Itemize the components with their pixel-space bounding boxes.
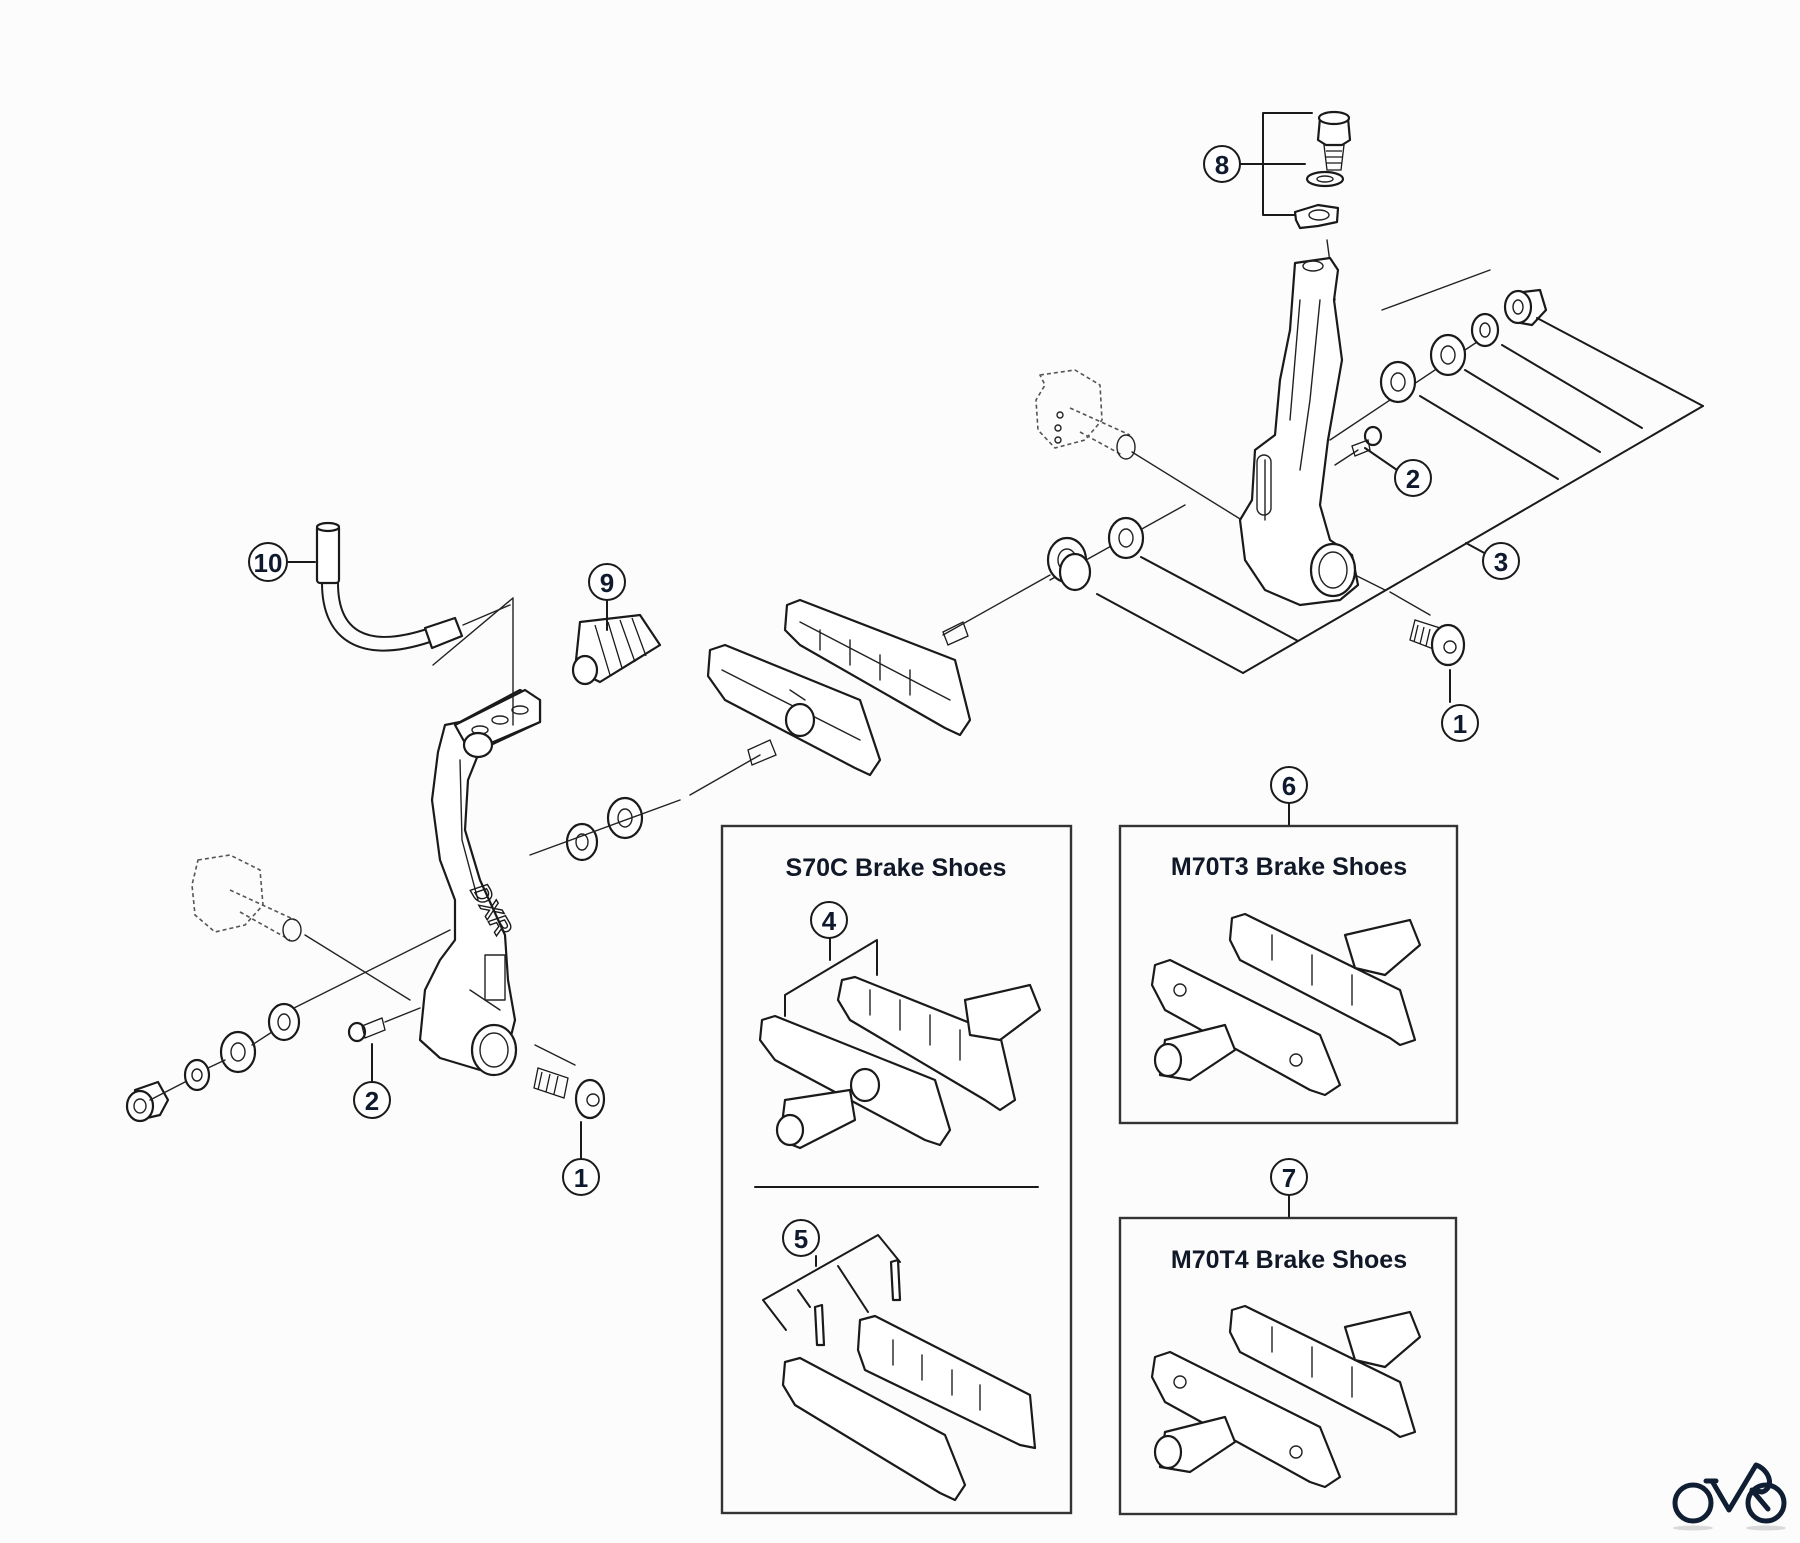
frame-boss-right-ghost [1035, 369, 1136, 460]
right-arm-assembly [1035, 110, 1704, 703]
svg-text:10: 10 [254, 548, 283, 578]
svg-text:4: 4 [822, 906, 837, 936]
m70t4-box-title: M70T4 Brake Shoes [1171, 1246, 1407, 1274]
arm-fixing-bolt-left [533, 1067, 606, 1120]
m70t3-box: M70T3 Brake Shoes 6 [1118, 766, 1459, 1125]
m70t4-box: M70T4 Brake Shoes 7 [1118, 1158, 1458, 1516]
s70c-box: S70C Brake Shoes 4 5 [720, 824, 1073, 1515]
right-caliper-arm [1238, 256, 1360, 607]
spring-adjusting-screw-right [1351, 425, 1383, 457]
svg-text:6: 6 [1282, 771, 1296, 801]
m70t3-box-title: M70T3 Brake Shoes [1171, 853, 1407, 881]
left-arm-assembly: DXR [125, 521, 681, 1159]
boot [571, 613, 662, 686]
callout-3[interactable]: 3 [1482, 542, 1520, 580]
callout-6[interactable]: 6 [1270, 766, 1308, 804]
callout-1-right[interactable]: 1 [1441, 704, 1479, 742]
callout-5[interactable]: 5 [782, 1219, 820, 1257]
callout-4[interactable]: 4 [810, 901, 848, 939]
svg-text:1: 1 [1453, 709, 1467, 739]
svg-text:2: 2 [1406, 464, 1420, 494]
callout-8[interactable]: 8 [1203, 145, 1241, 183]
svg-text:2: 2 [365, 1086, 379, 1116]
arm-fixing-bolt-right [1409, 619, 1466, 667]
spring-adjusting-screw-left [347, 1007, 421, 1043]
frame-boss-left-ghost [191, 854, 302, 942]
callout-1-left[interactable]: 1 [562, 1158, 600, 1196]
svg-text:5: 5 [794, 1224, 808, 1254]
callout-2-right[interactable]: 2 [1394, 459, 1432, 497]
callout-7[interactable]: 7 [1270, 1158, 1308, 1196]
inner-lead-unit [315, 521, 511, 652]
right-arm-washers [1046, 288, 1548, 584]
svg-text:3: 3 [1494, 547, 1508, 577]
leader-8 [1239, 112, 1313, 216]
cable-fixing-bolt-unit [1293, 110, 1352, 230]
left-arm-washers [125, 1002, 301, 1123]
callout-10[interactable]: 10 [248, 542, 288, 582]
svg-text:7: 7 [1282, 1163, 1296, 1193]
bicycle-logo-icon [1672, 1462, 1787, 1531]
svg-text:1: 1 [574, 1163, 588, 1193]
bracket-item-3 [1096, 317, 1704, 674]
callout-2-left[interactable]: 2 [353, 1081, 391, 1119]
svg-text:8: 8 [1215, 150, 1229, 180]
callout-9[interactable]: 9 [588, 563, 626, 601]
s70c-box-title: S70C Brake Shoes [786, 854, 1007, 882]
svg-text:9: 9 [600, 568, 614, 598]
middle-brake-shoes [565, 552, 1092, 862]
